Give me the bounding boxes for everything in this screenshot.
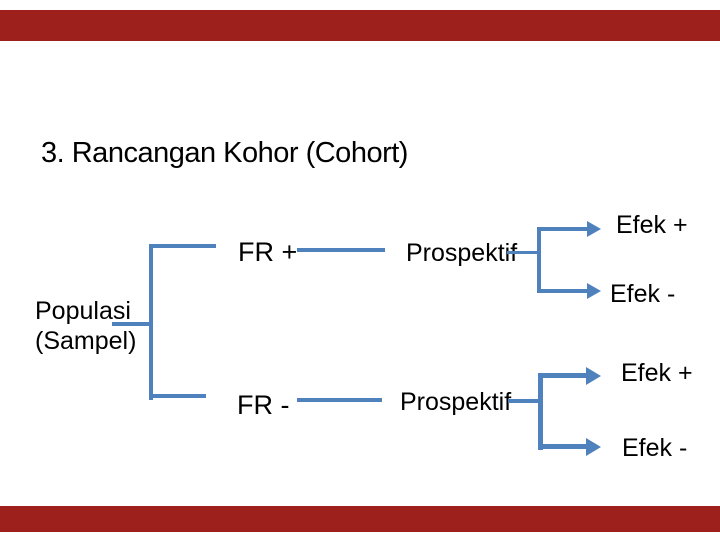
top-bracket-arm-negative-line <box>537 289 587 293</box>
top-bracket-arm-positive-line <box>537 227 587 231</box>
bottom-bracket-arm-negative-line <box>538 444 586 449</box>
arrowhead-top-negative-icon <box>587 283 601 299</box>
method-bottom-label: Prospektif <box>400 388 512 416</box>
bottom-red-bar <box>0 506 720 532</box>
factor-positive-label: FR + <box>238 237 298 267</box>
method-top-label: Prospektif <box>406 239 518 267</box>
outcome-bottom-positive-label: Efek + <box>621 359 693 387</box>
factor-negative-label: FR - <box>237 390 290 420</box>
trunk-top-arm-line <box>149 244 216 248</box>
arrowhead-bottom-positive-icon <box>586 367 601 385</box>
outcome-top-positive-label: Efek + <box>616 211 688 239</box>
method-bottom-connector-line <box>508 399 538 403</box>
slide-title: 3. Rancangan Kohor (Cohort) <box>41 137 408 169</box>
population-label: Populasi (Sampel) <box>35 296 136 356</box>
factor-positive-to-method-line <box>297 248 385 252</box>
top-red-bar <box>0 10 720 41</box>
root-connector-line <box>112 322 150 326</box>
trunk-vertical-line <box>149 244 153 400</box>
outcome-bottom-negative-label: Efek - <box>622 434 688 462</box>
population-label-line1: Populasi <box>35 297 131 325</box>
bottom-bracket-vertical-line <box>538 373 543 450</box>
factor-negative-to-method-line <box>297 398 382 402</box>
trunk-bottom-arm-line <box>149 394 206 398</box>
arrowhead-bottom-negative-icon <box>586 438 601 456</box>
outcome-top-negative-label: Efek - <box>610 280 676 308</box>
population-label-line2: (Sampel) <box>35 327 137 355</box>
arrowhead-top-positive-icon <box>587 221 601 237</box>
method-top-connector-line <box>507 251 538 254</box>
top-bracket-vertical-line <box>537 227 541 293</box>
bottom-bracket-arm-positive-line <box>538 373 586 378</box>
